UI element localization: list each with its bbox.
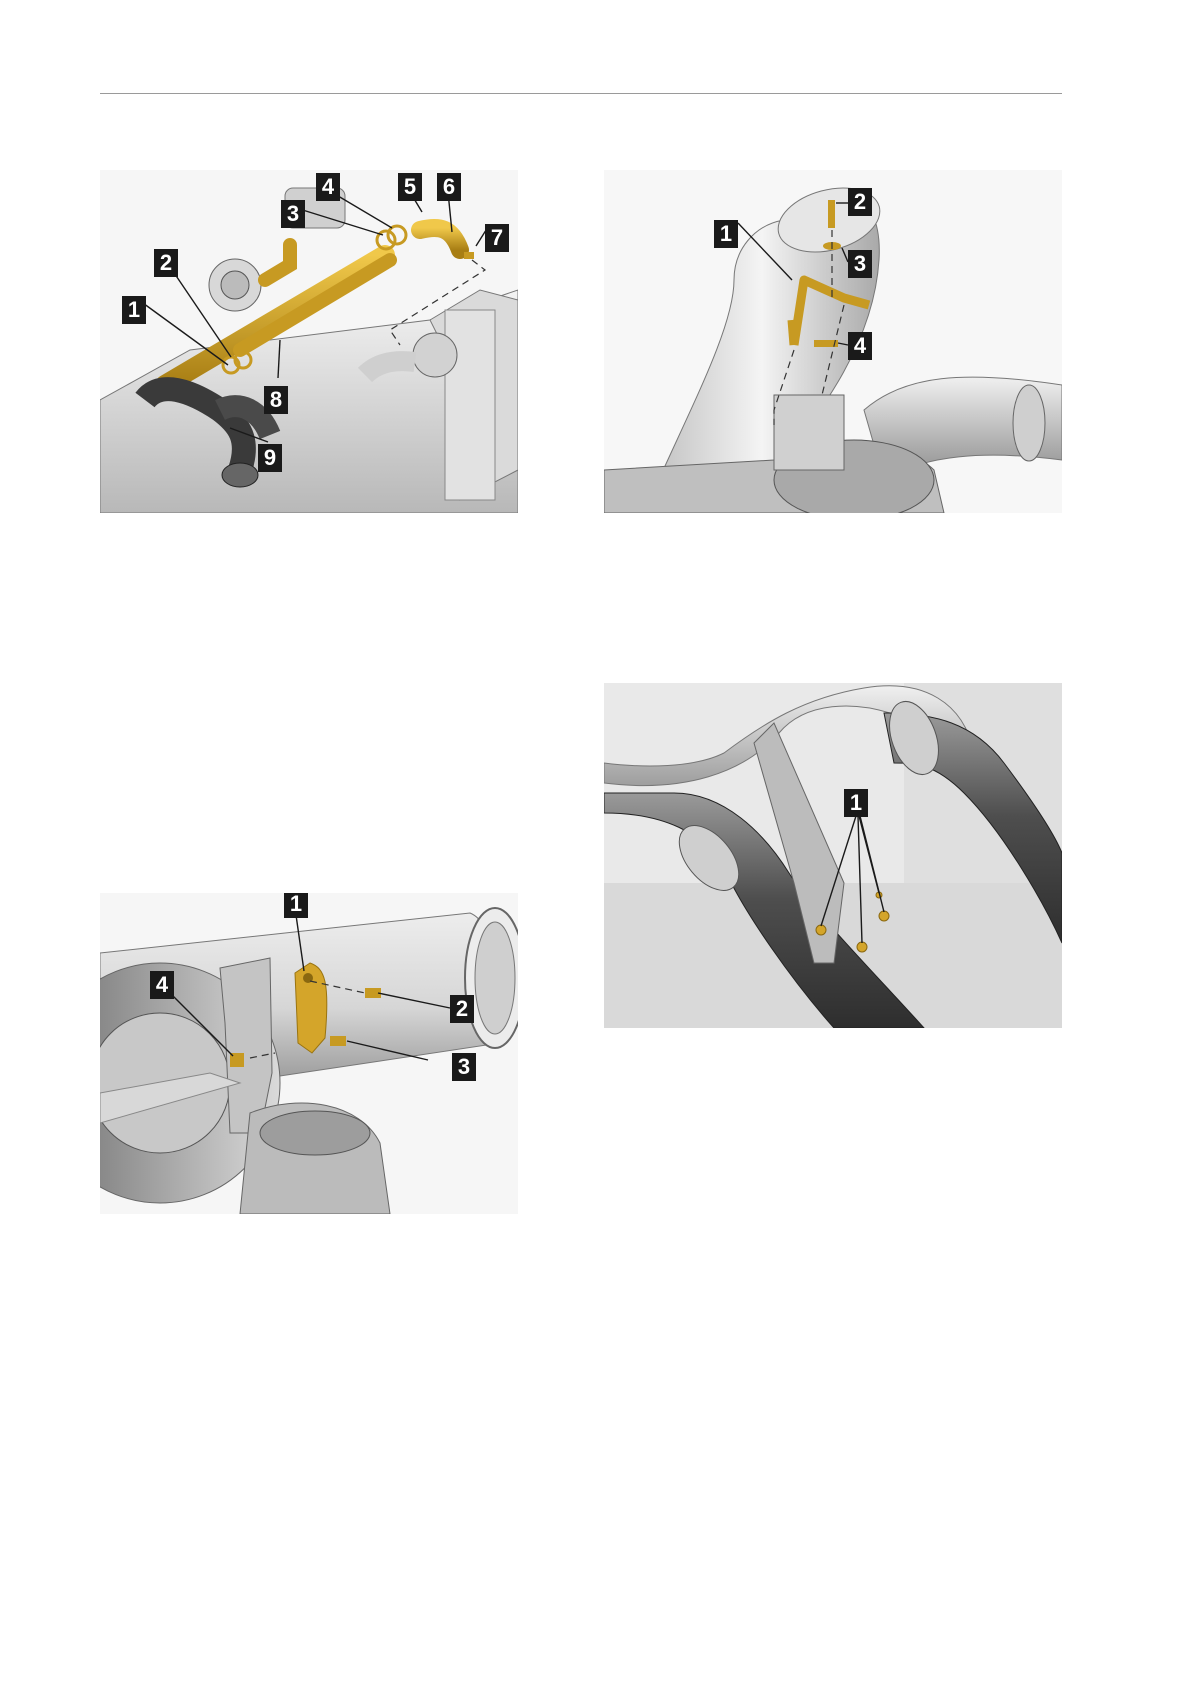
callout-1: 1 bbox=[284, 893, 308, 918]
figure-4-mounting-points: 1 bbox=[604, 683, 1062, 1028]
callout-3: 3 bbox=[281, 200, 305, 228]
callout-7: 7 bbox=[485, 224, 509, 252]
header-rule bbox=[100, 93, 1062, 94]
callout-8: 8 bbox=[264, 386, 288, 414]
callout-1: 1 bbox=[714, 220, 738, 248]
figure-1-exhaust-assembly: 1 2 3 4 5 6 7 8 9 bbox=[100, 170, 518, 513]
figure-3-pipe-support: 1 2 3 4 bbox=[100, 893, 518, 1214]
figure-2-pipe-bracket: 1 2 3 4 bbox=[604, 170, 1062, 513]
callout-9: 9 bbox=[258, 444, 282, 472]
callout-3: 3 bbox=[452, 1053, 476, 1081]
callout-3: 3 bbox=[848, 250, 872, 278]
callout-5: 5 bbox=[398, 173, 422, 201]
callout-1: 1 bbox=[122, 296, 146, 324]
callout-4: 4 bbox=[316, 173, 340, 201]
callout-2: 2 bbox=[450, 995, 474, 1023]
callout-4: 4 bbox=[150, 971, 174, 999]
callout-1: 1 bbox=[844, 789, 868, 817]
callout-2: 2 bbox=[848, 188, 872, 216]
callout-6: 6 bbox=[437, 173, 461, 201]
figure-4-drawing bbox=[604, 683, 1062, 1028]
figure-1-drawing bbox=[100, 170, 518, 513]
callout-4: 4 bbox=[848, 332, 872, 360]
callout-2: 2 bbox=[154, 249, 178, 277]
figure-2-drawing bbox=[604, 170, 1062, 513]
